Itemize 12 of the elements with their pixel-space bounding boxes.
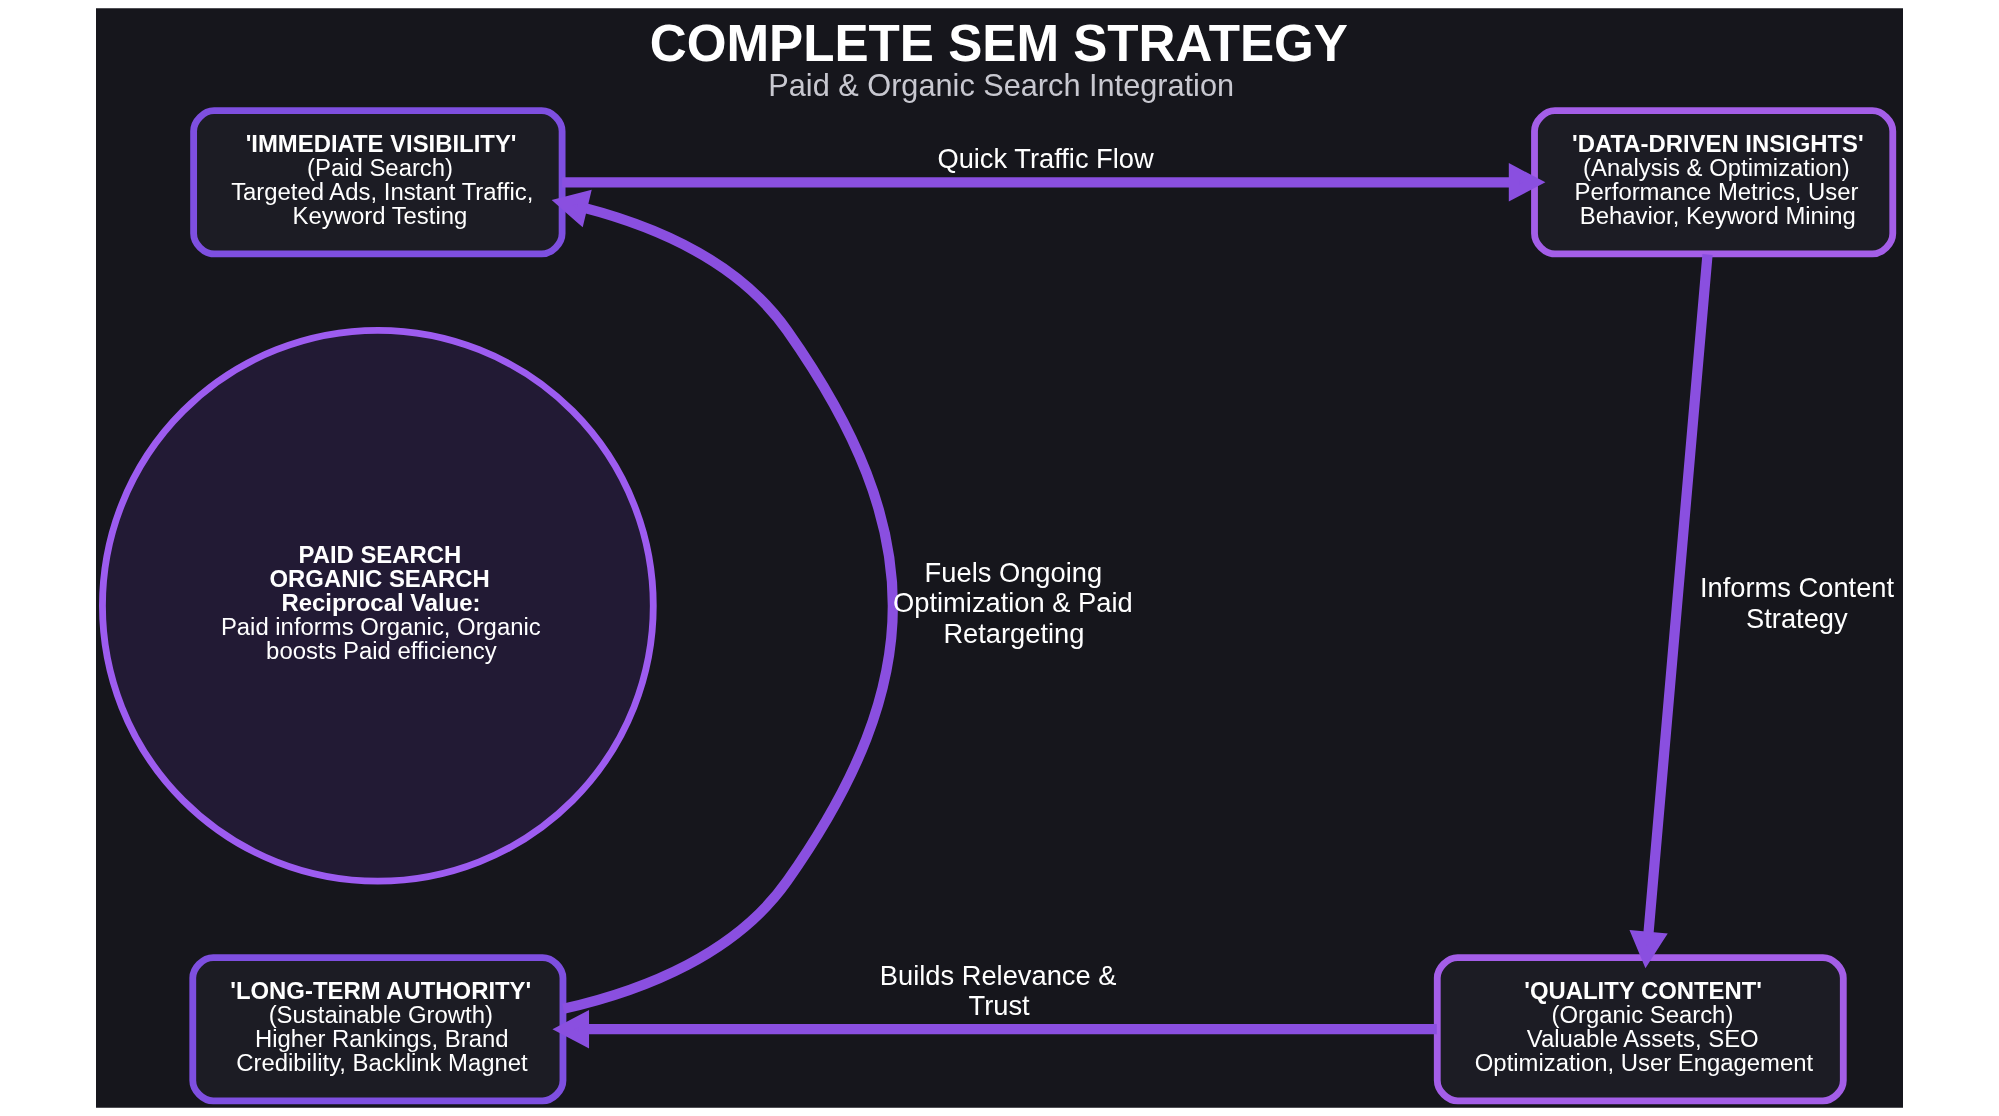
node-box: 'IMMEDIATE VISIBILITY' (Paid Search) Targeted Ads, Instant Traffic, Keyword Testing (190, 107, 566, 258)
node-box: 'LONG-TERM AUTHORITY' (Sustainable Growth) Higher Rankings, Brand Credibility, Backlink Magnet (189, 954, 567, 1105)
arrow (1629, 254, 1713, 969)
edge-label: Informs Content Strategy (1699, 571, 1895, 634)
edge-label: Quick Traffic Flow (937, 143, 1154, 175)
node-circle: PAID SEARCH ORGANIC SEARCH Reciprocal Value: Paid informs Organic, Organic boosts Paid efficiency (99, 326, 657, 885)
arrow (551, 189, 898, 1014)
arrow (552, 1010, 1437, 1049)
node-box: 'QUALITY CONTENT' (Organic Search) Valuable Assets, SEO Optimization, User Engagement (1433, 954, 1847, 1105)
arrow (562, 163, 1546, 202)
edge-label: Builds Relevance & Trust (879, 959, 1117, 1022)
node-box: 'DATA-DRIVEN INSIGHTS' (Analysis & Optimization) Performance Metrics, User Behavior, Keyword Mining (1531, 107, 1897, 258)
